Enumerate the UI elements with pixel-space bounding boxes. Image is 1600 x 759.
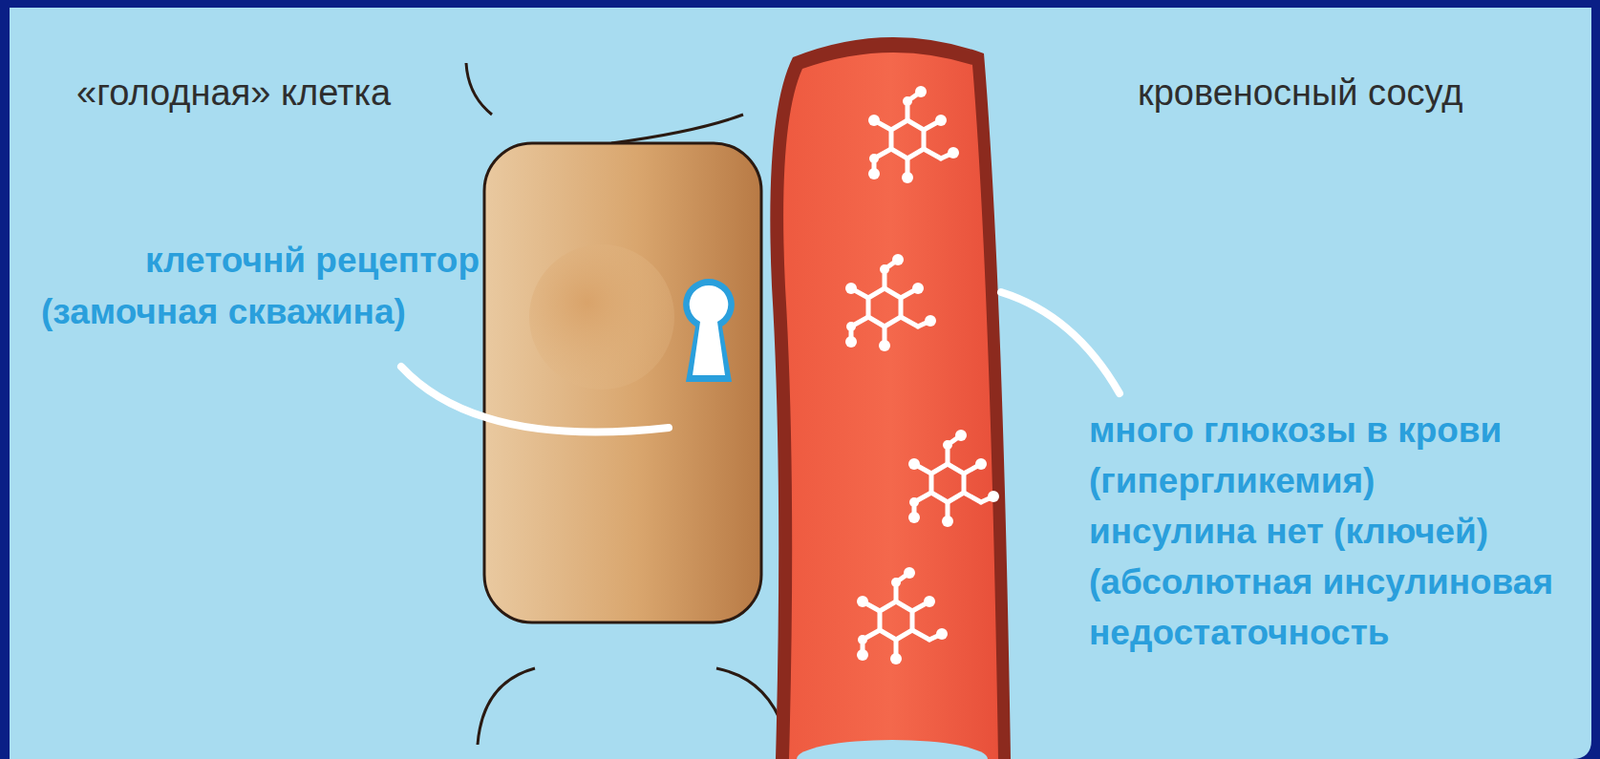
glucose-note: много глюкозы в крови xyxy=(1088,410,1502,452)
glucose-note: (абсолютная инсулиновая xyxy=(1088,562,1554,604)
blood-vessel xyxy=(769,37,1011,759)
glucose-note: инсулина нет (ключей) xyxy=(1088,512,1489,554)
receptor-label: (замочная скважина) xyxy=(41,292,406,334)
receptor-label: клеточнй рецептор xyxy=(145,240,480,282)
glucose-note: (гипергликемия) xyxy=(1088,461,1375,503)
glucose-note: недостаточность xyxy=(1088,613,1390,655)
cell-title: «голодная» клетка xyxy=(76,72,391,115)
leader-line xyxy=(401,292,1120,432)
keyhole xyxy=(682,278,735,383)
vessel-title: кровеносный сосуд xyxy=(1137,72,1463,115)
cell xyxy=(484,143,762,623)
